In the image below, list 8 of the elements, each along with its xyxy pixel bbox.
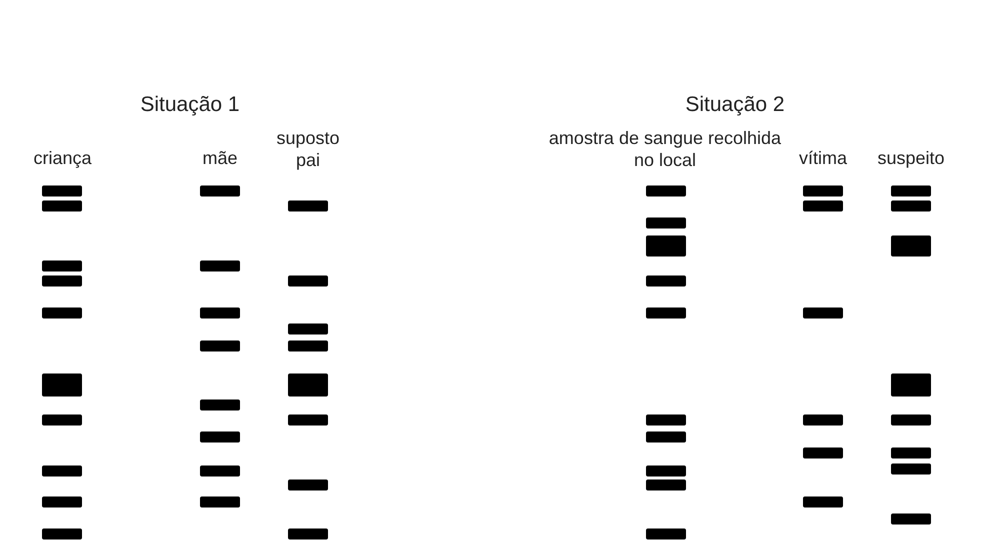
heading: Situação 2 [684, 92, 786, 118]
lane-label: criança [32, 148, 93, 170]
lane-label: mãe [201, 148, 238, 170]
heading: Situação 1 [139, 92, 241, 118]
lane-label: suspeito [876, 148, 946, 170]
lane-label: amostra de sangue recolhida no local [548, 128, 782, 172]
lane-label: suposto pai [275, 128, 341, 172]
lane-label: vítima [798, 148, 848, 170]
